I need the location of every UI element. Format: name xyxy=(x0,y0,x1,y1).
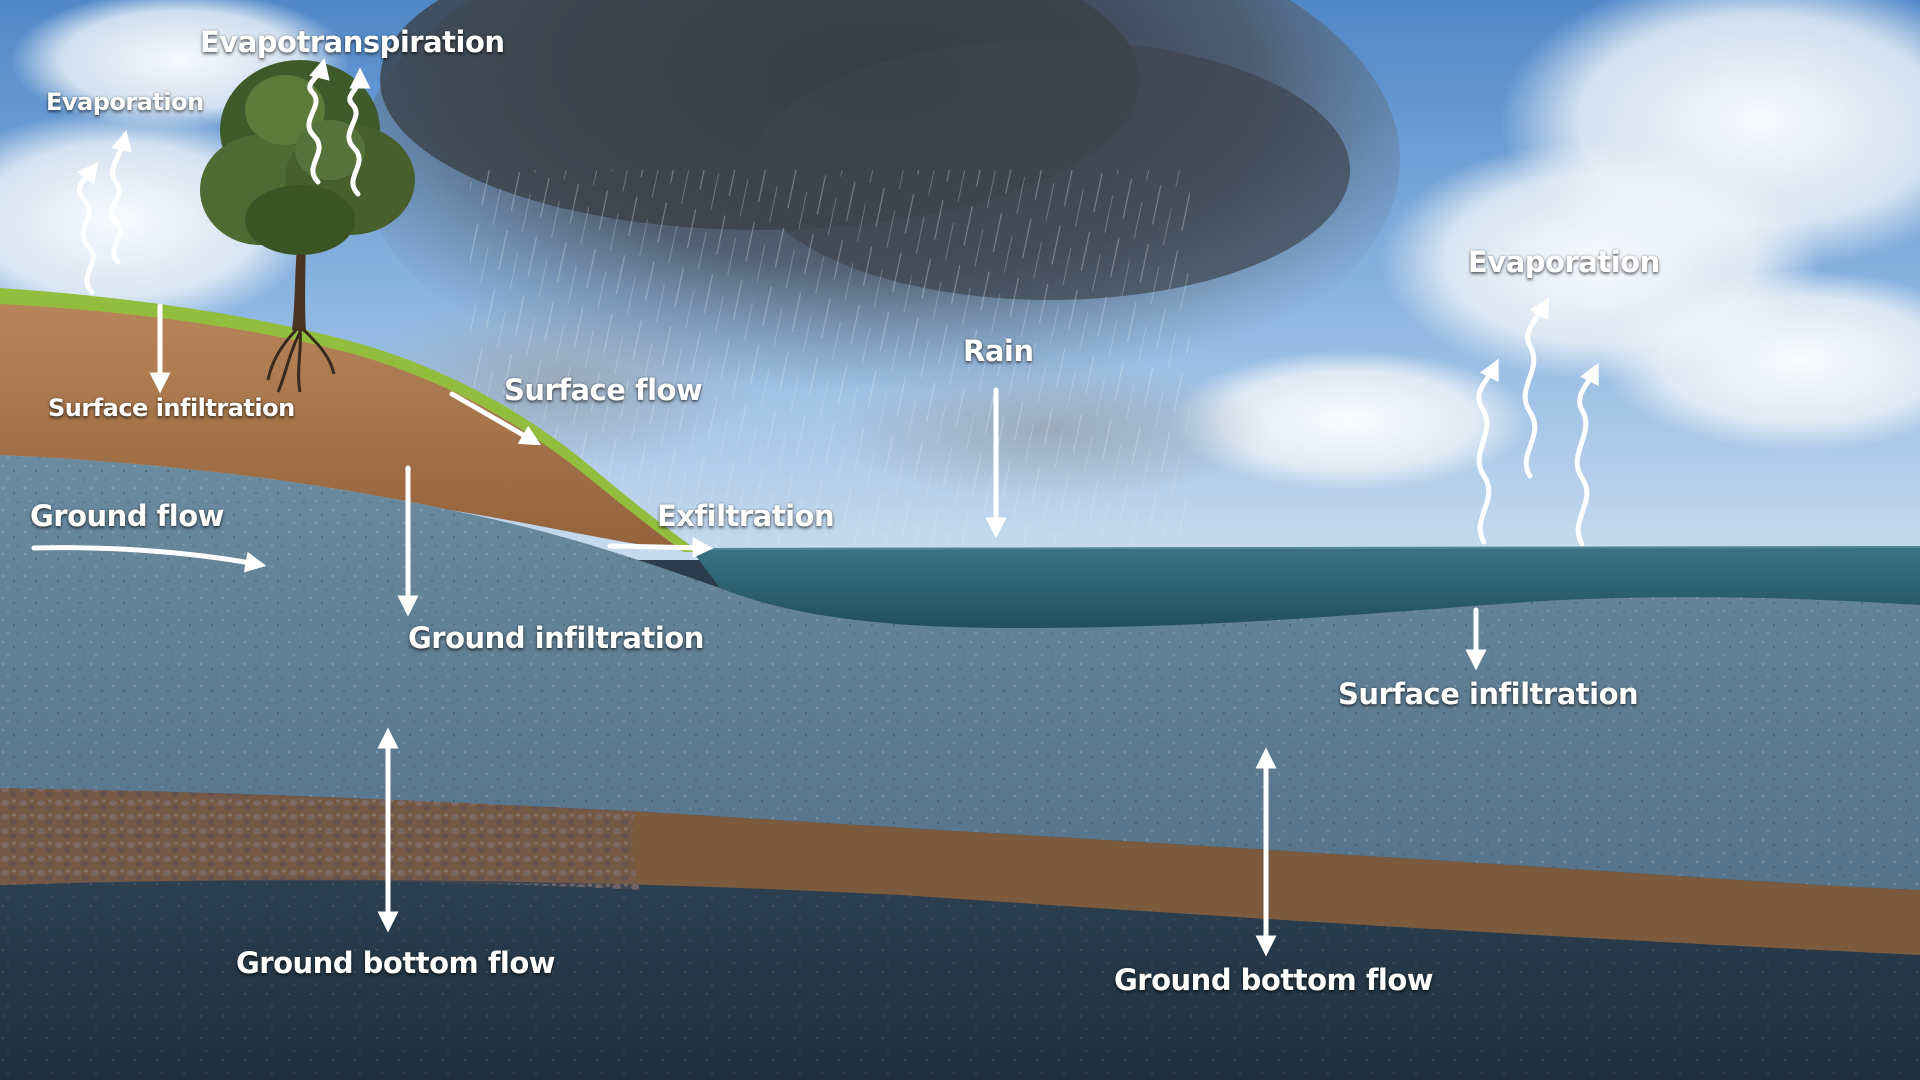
gravel-patch xyxy=(0,788,640,890)
flow-arrows xyxy=(31,57,1599,957)
label-ground-bottom-flow-left: Ground bottom flow xyxy=(236,946,556,980)
surface-flow-arrow xyxy=(449,391,542,446)
label-surface-infiltration-left: Surface infiltration xyxy=(48,394,295,422)
evaporation-right-arrow-1 xyxy=(1476,358,1499,545)
label-ground-bottom-flow-right: Ground bottom flow xyxy=(1114,963,1434,997)
sea xyxy=(690,546,1920,628)
evapotranspiration-arrow-2 xyxy=(346,67,371,197)
evaporation-right-arrow-3 xyxy=(1574,362,1599,547)
ground-flow-arrow xyxy=(31,545,267,573)
label-ground-infiltration: Ground infiltration xyxy=(408,621,704,655)
evaporation-left-arrow-2 xyxy=(109,129,132,265)
label-exfiltration: Exfiltration xyxy=(657,499,835,533)
label-ground-flow: Ground flow xyxy=(30,499,224,533)
label-evaporation-right: Evaporation xyxy=(1468,245,1660,279)
evaporation-left-arrow-1 xyxy=(76,161,99,295)
label-surface-infiltration-right: Surface infiltration xyxy=(1338,677,1639,711)
topsoil-hill xyxy=(0,292,700,552)
evapotranspiration-arrow-1 xyxy=(306,57,330,185)
label-evaporation-left: Evaporation xyxy=(46,88,204,116)
exfiltration-arrow xyxy=(607,537,714,559)
evaporation-right-arrow-2 xyxy=(1522,296,1550,479)
label-evapotranspiration: Evapotranspiration xyxy=(200,25,505,59)
label-rain: Rain xyxy=(963,334,1034,368)
label-surface-flow: Surface flow xyxy=(504,373,703,407)
tree xyxy=(200,60,415,393)
